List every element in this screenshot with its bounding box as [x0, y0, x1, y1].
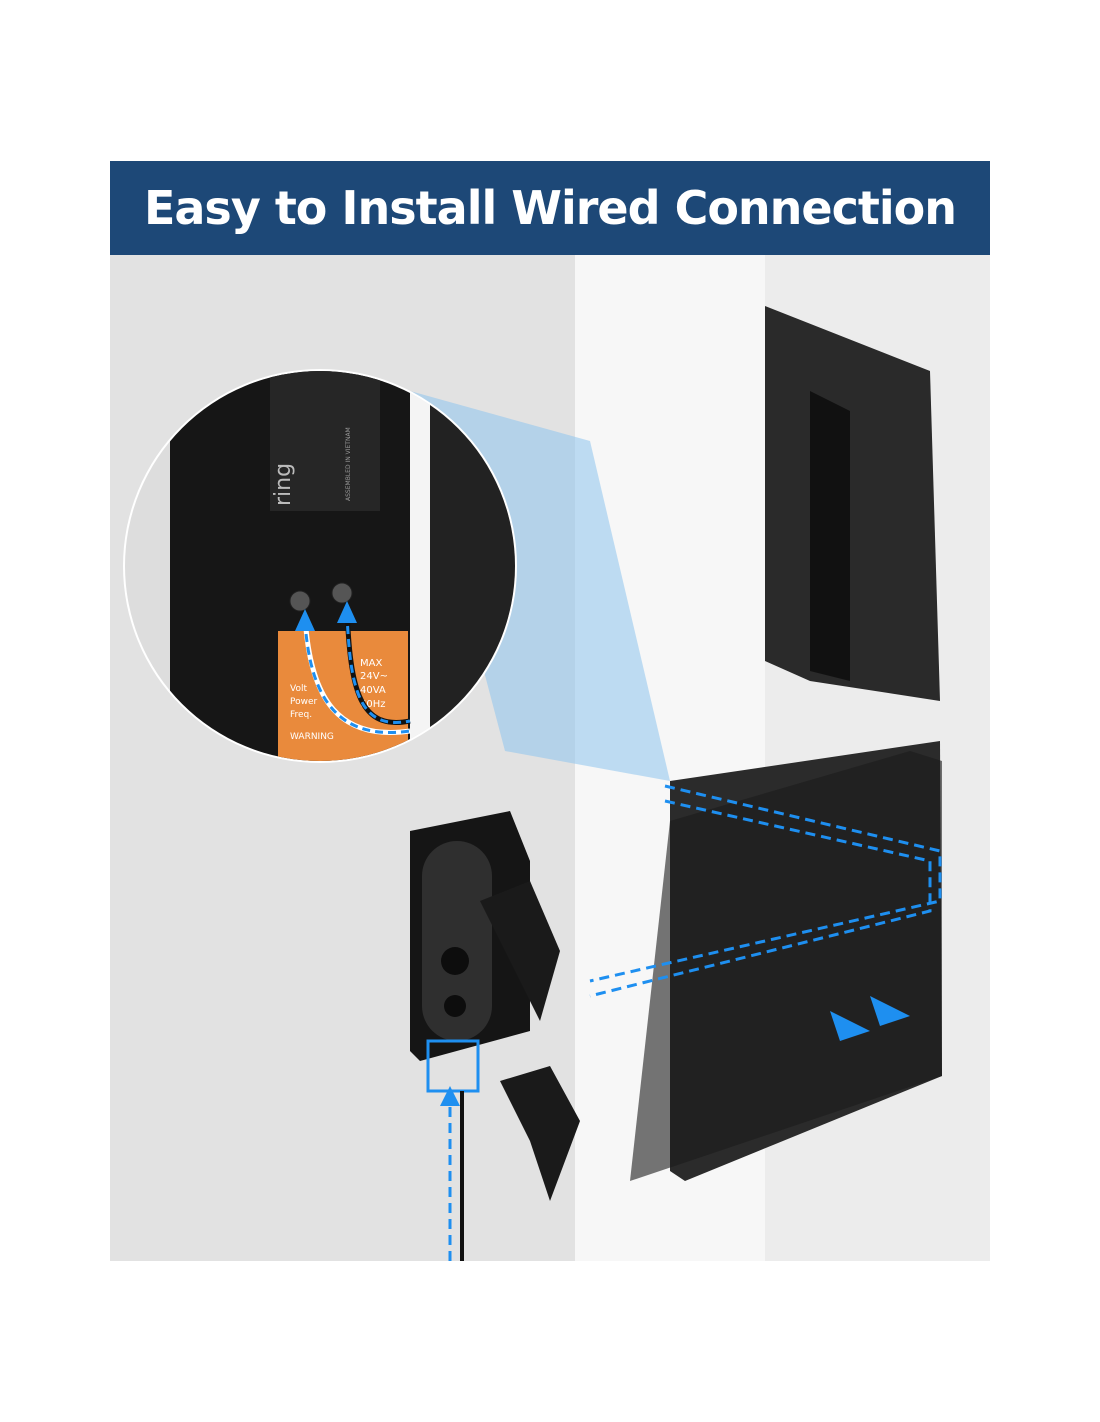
camera-lens [441, 947, 469, 975]
doorbell-button [444, 995, 466, 1017]
svg-text:MAX: MAX [360, 658, 382, 669]
arrow-icon [440, 1086, 460, 1106]
arrow-icon [870, 996, 910, 1026]
svg-text:Power: Power [290, 697, 318, 707]
spec-label [278, 631, 408, 761]
doorbell-back [765, 306, 940, 701]
wire-path [448, 784, 942, 1261]
thumb-screw-knob [500, 1066, 580, 1201]
title-banner: Easy to Install Wired Connection [110, 161, 990, 255]
product-illustration: ring ASSEMBLED IN VIETNAM MAX 24V~ 40VA … [110, 255, 990, 1261]
arrow-icon [830, 1011, 870, 1041]
product-image-panel: Easy to Install Wired Connection [110, 161, 990, 1261]
svg-text:WARNING: WARNING [290, 732, 334, 742]
thumb-screw-knob [480, 881, 560, 1021]
svg-text:Volt: Volt [290, 684, 307, 694]
magnified-view: ring ASSEMBLED IN VIETNAM MAX 24V~ 40VA … [125, 371, 515, 761]
svg-text:60Hz: 60Hz [360, 699, 386, 710]
terminal-screw [289, 590, 311, 612]
brand-logo: ring [271, 463, 296, 506]
banner-title: Easy to Install Wired Connection [143, 181, 957, 235]
svg-text:Freq.: Freq. [290, 710, 312, 720]
power-port-highlight [426, 1039, 480, 1093]
svg-text:24V~: 24V~ [360, 671, 388, 682]
svg-text:40VA: 40VA [360, 685, 386, 696]
svg-text:ASSEMBLED IN VIETNAM: ASSEMBLED IN VIETNAM [345, 427, 352, 501]
terminal-screw [331, 582, 353, 604]
